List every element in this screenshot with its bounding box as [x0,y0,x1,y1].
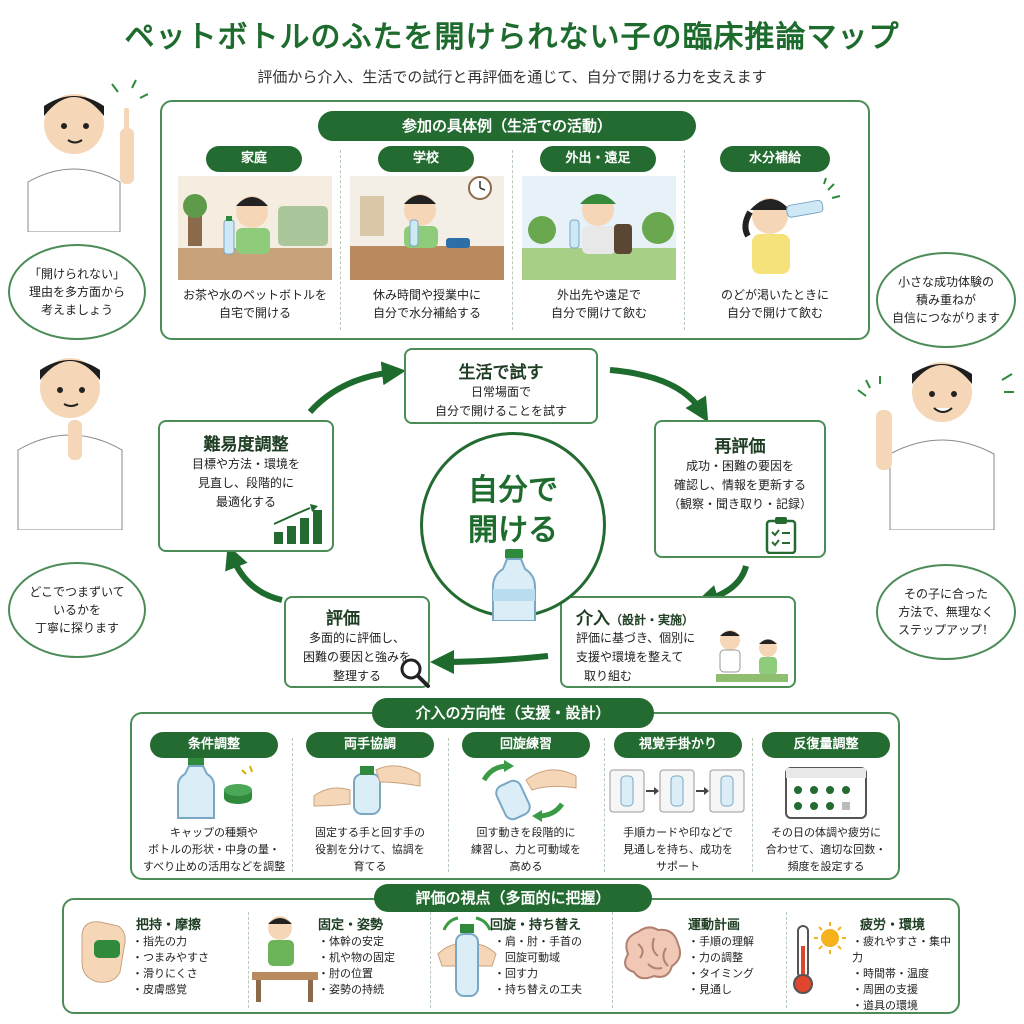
direction-visual-cues: 視覚手掛かり 手順カードや印などで 見通しを持ち、成功を サポート [608,732,748,876]
scene-text: お茶や水のペットボトルを 自宅で開ける [182,288,327,320]
perspective-motor-planning: 運動計画 ・手順の理解 ・力の調整 ・タイミング ・見通し [616,910,784,1010]
magnifier-icon [400,658,430,688]
arrow-adjust-to-try [307,361,406,415]
growth-chart-icon [273,504,322,544]
clipboard-icon [765,517,797,554]
perspectives-panel [62,898,960,1014]
perspective-grip: 把持・摩擦 ・指先の力 ・つまみやすさ ・滑りにくさ ・皮膚感覚 [70,910,246,1010]
scene-label: 水分補給 [720,146,830,172]
directions-header: 介入の方向性（支援・設計） [372,698,654,728]
speech-bubble-left-top: 「開けられない」 理由を多方面から 考えましょう [8,244,146,340]
page-subtitle: 評価から介入、生活での試行と再評価を通じて、自分で開ける力を支えます [257,68,767,86]
step-cards-icon [609,769,745,813]
direction-repetition: 反復量調整 その日の体調や疲労に 合わせて、適切な回数・ 頻度を設定する [756,732,896,876]
scene-hydration: 水分補給 のどが渇いたときに 自分で開けて飲む [690,146,860,332]
rotating-bottle-icon [437,916,497,997]
therapist-left-top-illustration [27,79,148,232]
bottle-icon [492,549,536,621]
therapist-child-icon [716,630,788,682]
page-title: ペットボトルのふたを開けられない子の臨床推論マップ [124,20,900,55]
perspective-fatigue-environment: 疲労・環境 ・疲れやすさ・集中力 ・時間帯・温度 ・周囲の支援 ・道具の環境 [790,910,958,1012]
cycle-card-reassess: 再評価 成功・困難の要因を 確認し、情報を更新する （観察・聞き取り・記録） [654,420,826,558]
speech-bubble-right-top: 小さな成功体験の 積み重ねが 自信につながります [876,252,1016,348]
arrow-intervention-to-assess [430,649,549,674]
cycle-card-adjust: 難易度調整 目標や方法・環境を 見直し、段階的に 最適化する [158,420,334,552]
arrow-assess-to-adjust [225,544,283,603]
calendar-icon [785,767,867,819]
cycle-card-assess: 評価 多面的に評価し、 困難の要因と強みを 整理する [284,596,430,688]
seated-child-icon [252,916,318,1002]
bottle-cap-icon [177,758,253,819]
perspective-rotation: 回旋・持ち替え ・肩・肘・手首の 回旋可動域 ・回す力 ・持ち替えの工夫 [434,910,610,1010]
scene-label: 外出・遠足 [540,146,656,172]
scene-home: 家庭 お茶や水のペットボトルを 自宅で開ける [172,146,338,332]
brain-icon [624,926,681,980]
grip-hand-icon [81,921,126,983]
participation-header: 参加の具体例（生活での活動） [318,111,696,141]
scene-text: のどが渇いたときに 自分で開けて飲む [720,288,829,320]
scene-text: 休み時間や授業中に 自分で水分補給する [372,288,481,320]
direction-conditions: 条件調整 キャップの種類や ボトルの形状・中身の量・ すべり止めの活用などを調整 [140,732,288,876]
perspectives-header: 評価の視点（多面的に把握） [374,884,652,912]
perspective-posture: 固定・姿勢 ・体幹の安定 ・机や物の固定 ・肘の位置 ・姿勢の持続 [252,910,428,1010]
direction-rotation: 回旋練習 回す動きを段階的に 練習し、力と可動域を 高める [452,732,600,876]
therapist-right-illustration [857,362,1014,530]
two-hands-icon [313,765,421,815]
scene-school: 学校 休み時間や授業中に 自分で水分補給する [344,146,510,332]
drinking-illustration-icon [742,177,841,274]
home-illustration-icon [178,176,332,280]
center-goal: 自分で 開ける [420,432,606,621]
thermometer-sun-icon [793,922,846,994]
therapist-left-middle-illustration [17,358,123,530]
arrow-reassess-to-intervention [694,565,749,609]
rotation-icon [481,760,577,822]
outing-illustration-icon [522,176,676,280]
scene-label: 学校 [378,146,474,172]
cycle-card-intervention: 介入（設計・実施） 評価に基づき、個別に 支援や環境を整えて 取り組む [560,596,796,688]
arrow-try-to-reassess [609,367,709,423]
direction-bimanual: 両手協調 固定する手と回す手の 役割を分けて、協調を 育てる [296,732,444,876]
school-illustration-icon [350,176,504,280]
scene-text: 外出先や遠足で 自分で開けて飲む [550,288,647,320]
cycle-card-try: 生活で試す 日常場面で 自分で開けることを試す [404,348,598,424]
scene-label: 家庭 [206,146,302,172]
speech-bubble-right-bottom: その子に合った 方法で、無理なく ステップアップ！ [876,564,1016,660]
scene-outing: 外出・遠足 外出先や遠足で 自分で開けて飲む [516,146,682,332]
speech-bubble-left-bottom: どこでつまずいて いるかを 丁寧に探ります [8,562,146,658]
